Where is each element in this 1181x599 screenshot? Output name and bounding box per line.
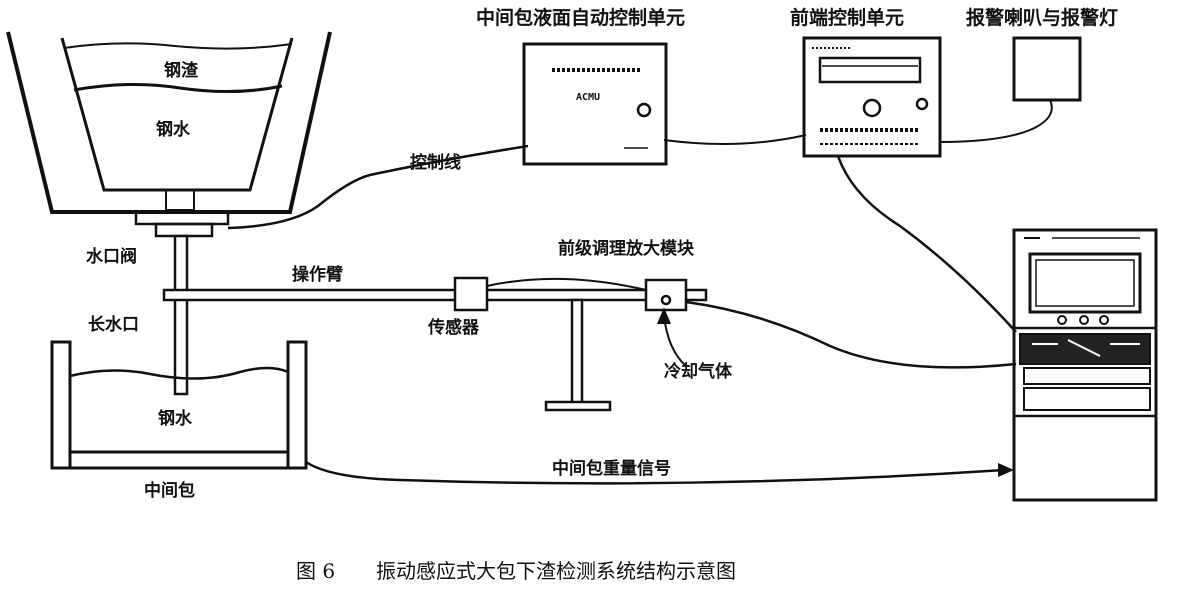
cabinet-details: [1032, 339, 1140, 357]
tundish-level-control-unit: [522, 42, 668, 166]
frontend-control-unit: [802, 36, 942, 158]
tundish-level-unit-label: 中间包液面自动控制单元: [476, 6, 685, 29]
figure-number: 图 6: [296, 559, 335, 583]
cooling-gas-label: 冷却气体: [664, 361, 733, 382]
figure-caption: 振动感应式大包下渣检测系统结构示意图: [376, 559, 736, 583]
cooling-gas-arrow: [657, 307, 687, 367]
control-line-label: 控制线: [410, 152, 461, 173]
tundish: [50, 340, 308, 470]
frontend-unit-label: 前端控制单元: [790, 6, 904, 29]
frontend-cabinet-cable: [836, 155, 1017, 333]
tundish-steel-label: 钢水: [158, 408, 193, 429]
sensor-cable: [486, 277, 647, 291]
preamp-module: [644, 278, 688, 312]
alarm-device: [1012, 36, 1082, 102]
preamp-cabinet-cable: [685, 300, 1017, 369]
weight-signal-arrowhead: [998, 463, 1014, 477]
alarm-cable: [939, 99, 1053, 143]
long-nozzle-label: 长水口: [88, 314, 139, 335]
ladle: [6, 31, 332, 238]
alarm-label: 报警喇叭与报警灯: [966, 6, 1118, 29]
slag-label: 钢渣: [164, 60, 199, 81]
weight-signal-cable: [305, 460, 1005, 485]
sensor: [453, 276, 489, 312]
sensor-label: 传感器: [427, 317, 480, 338]
control-line-cable: [227, 144, 529, 230]
main-cabinet: [1012, 228, 1158, 502]
weight-signal-label: 中间包重量信号: [552, 458, 671, 479]
unit-link-cable: [663, 134, 807, 145]
acmu-text: ACMU: [576, 92, 600, 103]
tundish-label: 中间包: [144, 480, 195, 501]
long-nozzle: [173, 234, 189, 396]
manipulator-arm: [162, 288, 708, 412]
arm-label: 操作臂: [292, 264, 343, 285]
preamp-label: 前级调理放大模块: [558, 238, 695, 259]
ladle-steel-label: 钢水: [156, 119, 191, 140]
nozzle-valve-label: 水口阀: [86, 246, 137, 267]
